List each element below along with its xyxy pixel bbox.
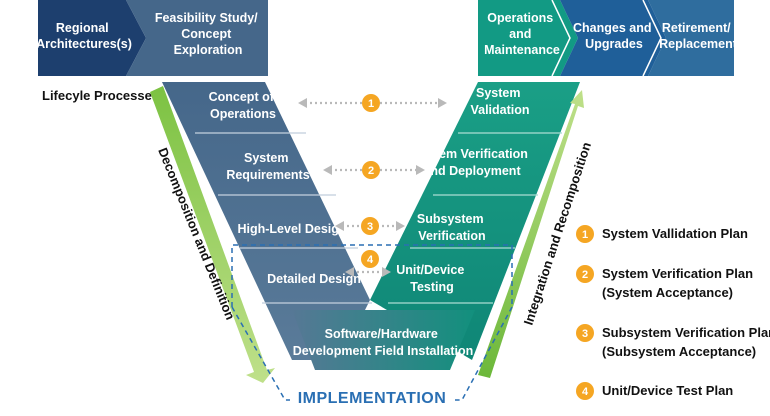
system-validation-label: System Validation [470, 86, 529, 117]
implementation-box [231, 244, 513, 307]
feasibility-chevron [126, 0, 268, 76]
system-verification-label: System Verification and Deployment [413, 147, 532, 178]
legend-badge-4 [576, 382, 594, 400]
regional-label: Regional Architectures(s) [36, 21, 132, 51]
badge-3-number: 3 [367, 221, 373, 233]
changes-outline [551, 0, 571, 77]
lifecycle-processes-label: Lifecyle Processes [42, 88, 159, 103]
badge-4-number: 4 [367, 254, 374, 266]
legend-badge-4-number: 4 [582, 386, 589, 398]
retirement-chevron [648, 0, 734, 76]
software-hardware-label: Software/Hardware Development Field Inst… [293, 327, 474, 358]
badge-4 [361, 250, 379, 268]
badge-1-number: 1 [368, 98, 374, 110]
legend-badge-3 [576, 324, 594, 342]
legend-badge-1 [576, 225, 594, 243]
implementation-box-lower [231, 306, 290, 401]
system-requirements-label: System Requirements [226, 151, 309, 182]
legend-item-2: System Verification Plan (System Accepta… [602, 266, 757, 300]
badge-3 [361, 217, 379, 235]
left-dividers [195, 132, 372, 304]
regional-chevron [38, 0, 146, 76]
badge-1 [362, 94, 380, 112]
bottom-shape [292, 310, 475, 370]
decomposition-arrow [150, 86, 275, 383]
detailed-design-label: Detailed Design [267, 272, 361, 286]
right-dividers [388, 132, 562, 304]
subsystem-verification-label: Subsystem Verification [417, 212, 487, 243]
legend-badge-2 [576, 265, 594, 283]
retirement-outline [642, 0, 662, 77]
badge-2 [362, 161, 380, 179]
operations-chevron [478, 0, 578, 76]
legend-badge-2-number: 2 [582, 269, 588, 281]
badge-2-number: 2 [368, 165, 374, 177]
retirement-label: Retirement/ Replacement [659, 21, 738, 51]
changes-label: Changes and Upgrades [573, 21, 655, 51]
right-arm-shape [370, 82, 580, 360]
dotted-connectors [305, 101, 440, 274]
unit-device-testing-label: Unit/Device Testing [396, 263, 468, 294]
concept-of-operations-label: Concept of Operations [209, 90, 278, 121]
legend-badge-3-number: 3 [582, 328, 588, 340]
implementation-box-lower-right [455, 306, 513, 401]
legend-item-1: System Vallidation Plan [602, 226, 748, 241]
connector-arrowheads [298, 98, 447, 277]
implementation-label: IMPLEMENTATION [298, 390, 447, 407]
high-level-design-label: High-Level Design [237, 222, 346, 236]
changes-chevron [560, 0, 666, 76]
legend-item-3: Subsystem Verification Plan (Subsystem A… [602, 325, 770, 359]
legend-badge-1-number: 1 [582, 229, 588, 241]
operations-label: Operations and Maintenance [484, 11, 560, 57]
legend-item-4: Unit/Device Test Plan [602, 383, 733, 398]
integration-arrow [478, 90, 584, 378]
left-arm-shape [162, 82, 370, 360]
feasibility-label: Feasibility Study/ Concept Exploration [155, 11, 261, 57]
legend: 1 System Vallidation Plan 2 System Verif… [576, 225, 770, 400]
